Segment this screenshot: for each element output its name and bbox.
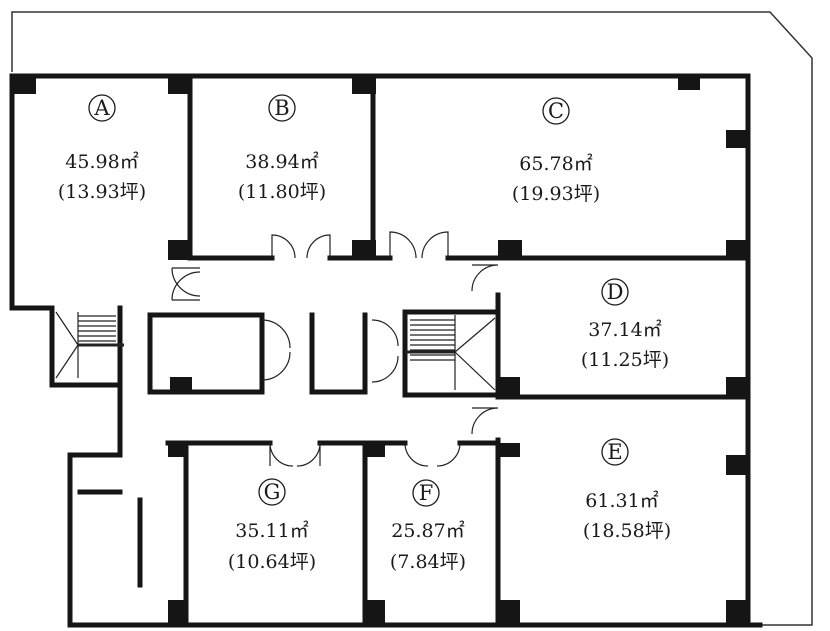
site-boundary	[11, 11, 813, 626]
walls	[9, 73, 763, 628]
unit-g-marker	[258, 478, 286, 506]
unit-e[interactable]: E 61.31㎡ (18.58坪)	[583, 438, 671, 542]
unit-a-label: A	[93, 96, 110, 120]
unit-a-area: 45.98㎡	[65, 150, 138, 173]
unit-f-marker	[412, 479, 440, 507]
unit-d[interactable]: D 37.14㎡ (11.25坪)	[581, 278, 669, 371]
unit-f-label: F	[419, 481, 434, 505]
unit-f[interactable]: F 25.87㎡ (7.84坪)	[390, 479, 466, 573]
unit-c-label: C	[548, 99, 564, 123]
unit-c-tsubo: (19.93坪)	[512, 183, 600, 205]
unit-b-area: 38.94㎡	[245, 150, 318, 173]
unit-e-area: 61.31㎡	[585, 489, 658, 512]
unit-e-tsubo: (18.58坪)	[583, 520, 671, 542]
unit-b-label: B	[274, 96, 289, 120]
unit-g[interactable]: G 35.11㎡ (10.64坪)	[228, 478, 316, 573]
unit-a-marker	[88, 94, 116, 122]
unit-g-tsubo: (10.64坪)	[228, 551, 316, 573]
unit-d-marker	[601, 278, 629, 306]
columns	[12, 76, 748, 625]
unit-b-tsubo: (11.80坪)	[238, 181, 326, 203]
unit-d-label: D	[607, 280, 624, 304]
unit-d-area: 37.14㎡	[588, 318, 661, 341]
unit-e-label: E	[607, 440, 622, 464]
unit-c[interactable]: C 65.78㎡ (19.93坪)	[512, 97, 600, 205]
unit-g-label: G	[264, 480, 281, 504]
unit-g-area: 35.11㎡	[235, 519, 308, 542]
unit-c-area: 65.78㎡	[519, 152, 592, 175]
doors	[171, 231, 499, 467]
unit-c-marker	[542, 97, 570, 125]
unit-a[interactable]: A 45.98㎡ (13.93坪)	[58, 94, 146, 203]
unit-b[interactable]: B 38.94㎡ (11.80坪)	[238, 94, 326, 203]
unit-d-tsubo: (11.25坪)	[581, 349, 669, 371]
unit-f-area: 25.87㎡	[391, 519, 464, 542]
stairs-left	[55, 311, 124, 379]
unit-b-marker	[268, 94, 296, 122]
unit-f-tsubo: (7.84坪)	[390, 551, 466, 573]
stairs-right	[405, 315, 496, 391]
unit-e-marker	[601, 438, 629, 466]
unit-a-tsubo: (13.93坪)	[58, 181, 146, 203]
